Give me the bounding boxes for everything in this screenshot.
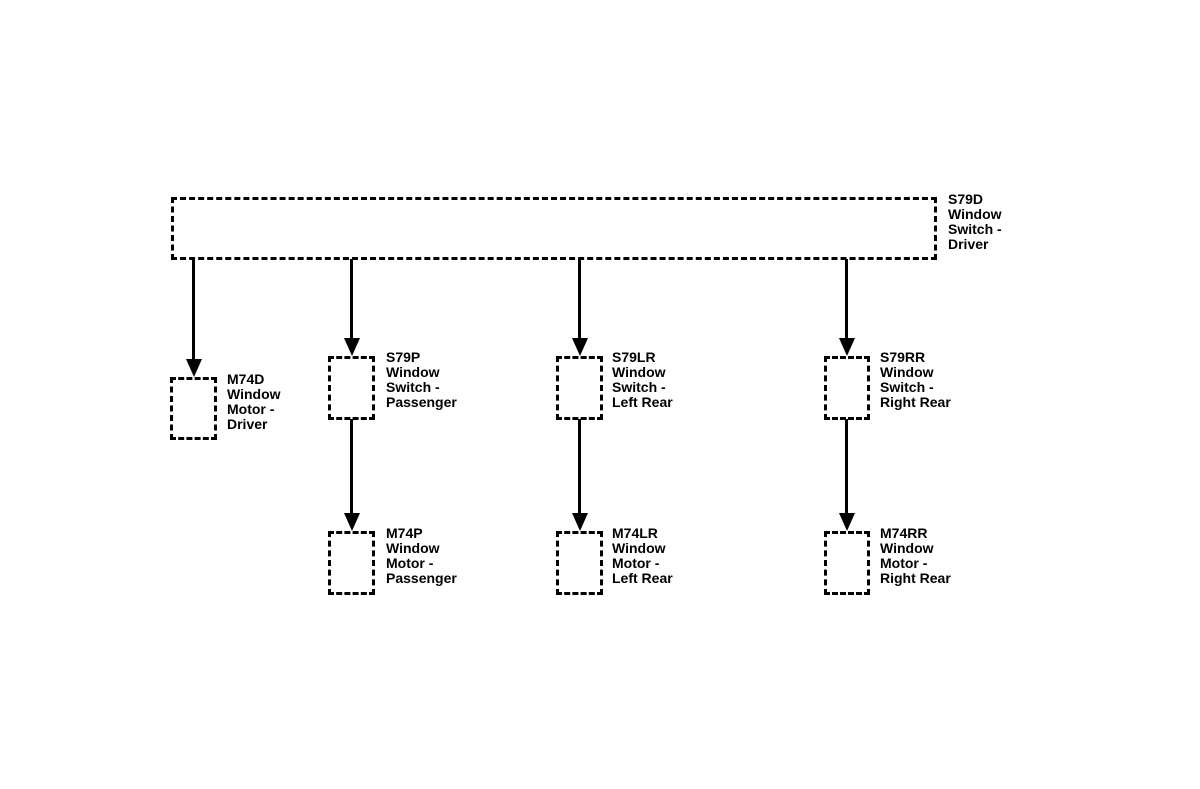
arrowhead-down-m74p xyxy=(344,513,360,531)
connector-line-s79p-m74p xyxy=(350,419,353,516)
node-box-m74d xyxy=(170,377,217,440)
node-box-s79d xyxy=(171,197,937,260)
node-box-m74rr xyxy=(824,531,870,595)
node-label-s79d: S79D Window Switch - Driver xyxy=(948,191,1002,252)
arrowhead-down-m74d xyxy=(186,359,202,377)
node-label-s79rr: S79RR Window Switch - Right Rear xyxy=(880,349,951,410)
node-box-s79p xyxy=(328,356,375,420)
arrowhead-down-m74rr xyxy=(839,513,855,531)
node-box-m74p xyxy=(328,531,375,595)
connector-line-s79d-m74d xyxy=(192,259,195,361)
connector-line-s79rr-m74rr xyxy=(845,419,848,516)
arrowhead-down-m74lr xyxy=(572,513,588,531)
node-box-s79lr xyxy=(556,356,603,420)
arrowhead-down-s79lr xyxy=(572,338,588,356)
arrowhead-down-s79rr xyxy=(839,338,855,356)
node-label-m74p: M74P Window Motor - Passenger xyxy=(386,525,457,586)
node-label-m74d: M74D Window Motor - Driver xyxy=(227,371,281,432)
node-box-s79rr xyxy=(824,356,870,420)
node-label-m74lr: M74LR Window Motor - Left Rear xyxy=(612,525,673,586)
node-label-s79p: S79P Window Switch - Passenger xyxy=(386,349,457,410)
connector-line-s79d-s79p xyxy=(350,259,353,341)
node-label-m74rr: M74RR Window Motor - Right Rear xyxy=(880,525,951,586)
connector-line-s79d-s79rr xyxy=(845,259,848,341)
node-label-s79lr: S79LR Window Switch - Left Rear xyxy=(612,349,673,410)
connector-line-s79lr-m74lr xyxy=(578,419,581,516)
connector-line-s79d-s79lr xyxy=(578,259,581,341)
node-box-m74lr xyxy=(556,531,603,595)
arrowhead-down-s79p xyxy=(344,338,360,356)
